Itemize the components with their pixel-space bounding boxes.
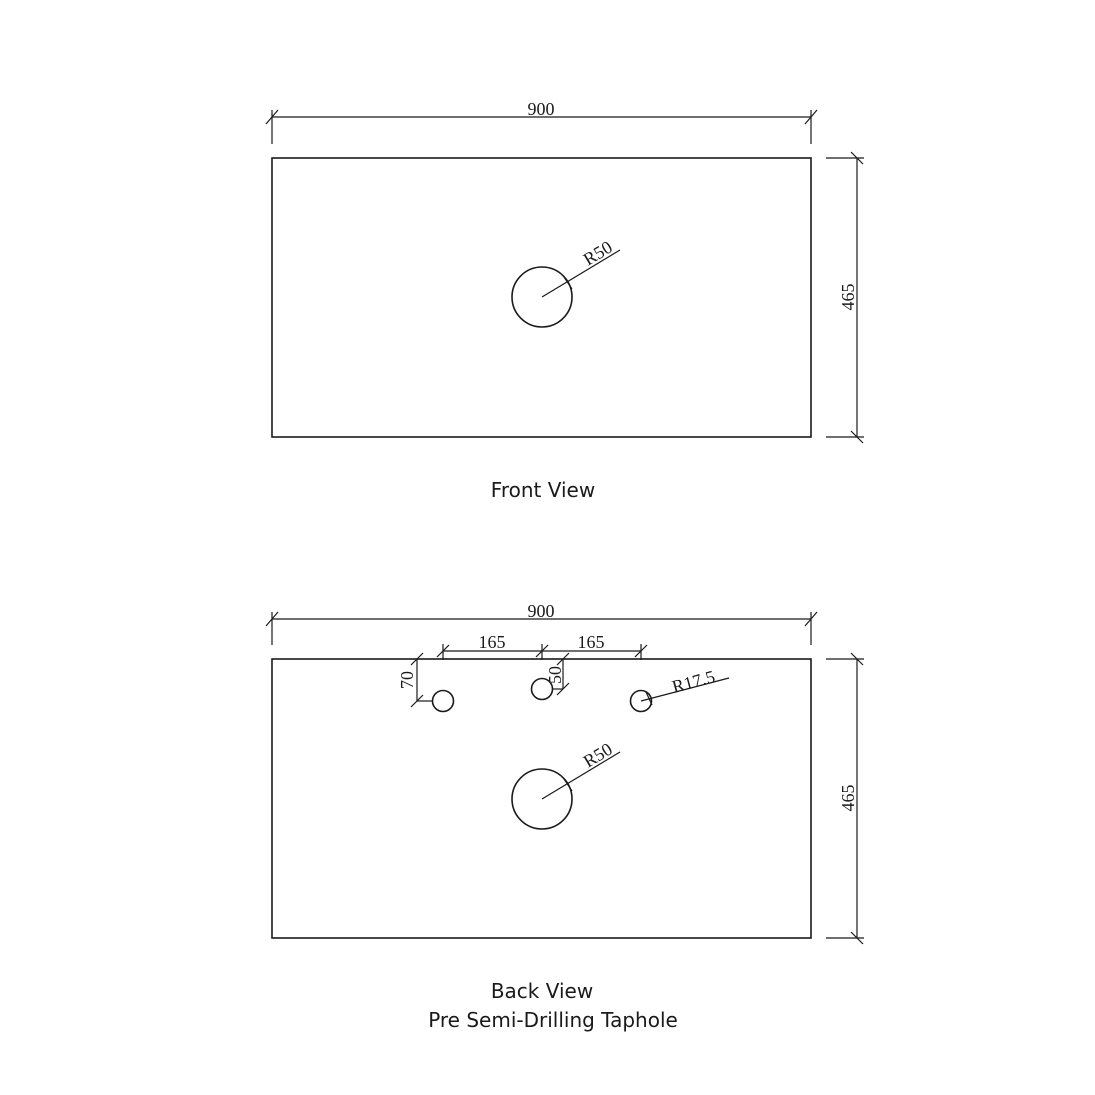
back-radius-leader: R50 [541,739,621,800]
edge-offset-dimension: 70 [397,652,432,708]
front-width-label: 900 [528,99,555,119]
taphole-radius-leader: R17.5 [640,666,730,706]
front-radius-label: R50 [580,237,616,270]
taphole-radius-label: R17.5 [670,666,717,697]
back-view-subcaption: Pre Semi-Drilling Taphole [428,1008,678,1032]
back-width-label: 900 [528,601,555,621]
back-view: 900 465 165 165 [265,601,864,1032]
front-view-caption: Front View [491,478,595,502]
taphole-center [530,677,554,701]
left-spacing-label: 165 [479,632,506,652]
front-width-dimension: 900 [265,99,818,144]
back-height-dimension: 465 [826,652,864,945]
back-height-label: 465 [838,785,858,812]
edge-offset-label: 70 [397,671,417,689]
taphole-right [629,689,653,713]
back-view-caption: Back View [491,979,593,1003]
front-radius-leader: R50 [541,237,621,298]
right-spacing-label: 165 [578,632,605,652]
front-height-label: 465 [838,284,858,311]
taphole-left [431,689,455,713]
back-bowl-hole [511,768,573,830]
back-radius-label: R50 [580,739,616,772]
center-offset-dimension: 50 [545,652,570,696]
front-bowl-hole [511,266,573,328]
front-view-outline [271,157,812,438]
back-width-dimension: 900 [265,601,818,645]
taphole-spacing-dimension: 165 165 [436,632,648,660]
center-offset-label: 50 [545,666,565,684]
front-height-dimension: 465 [826,151,864,444]
back-view-outline [271,658,812,939]
front-view: 900 465 R50 Front View [265,99,864,502]
